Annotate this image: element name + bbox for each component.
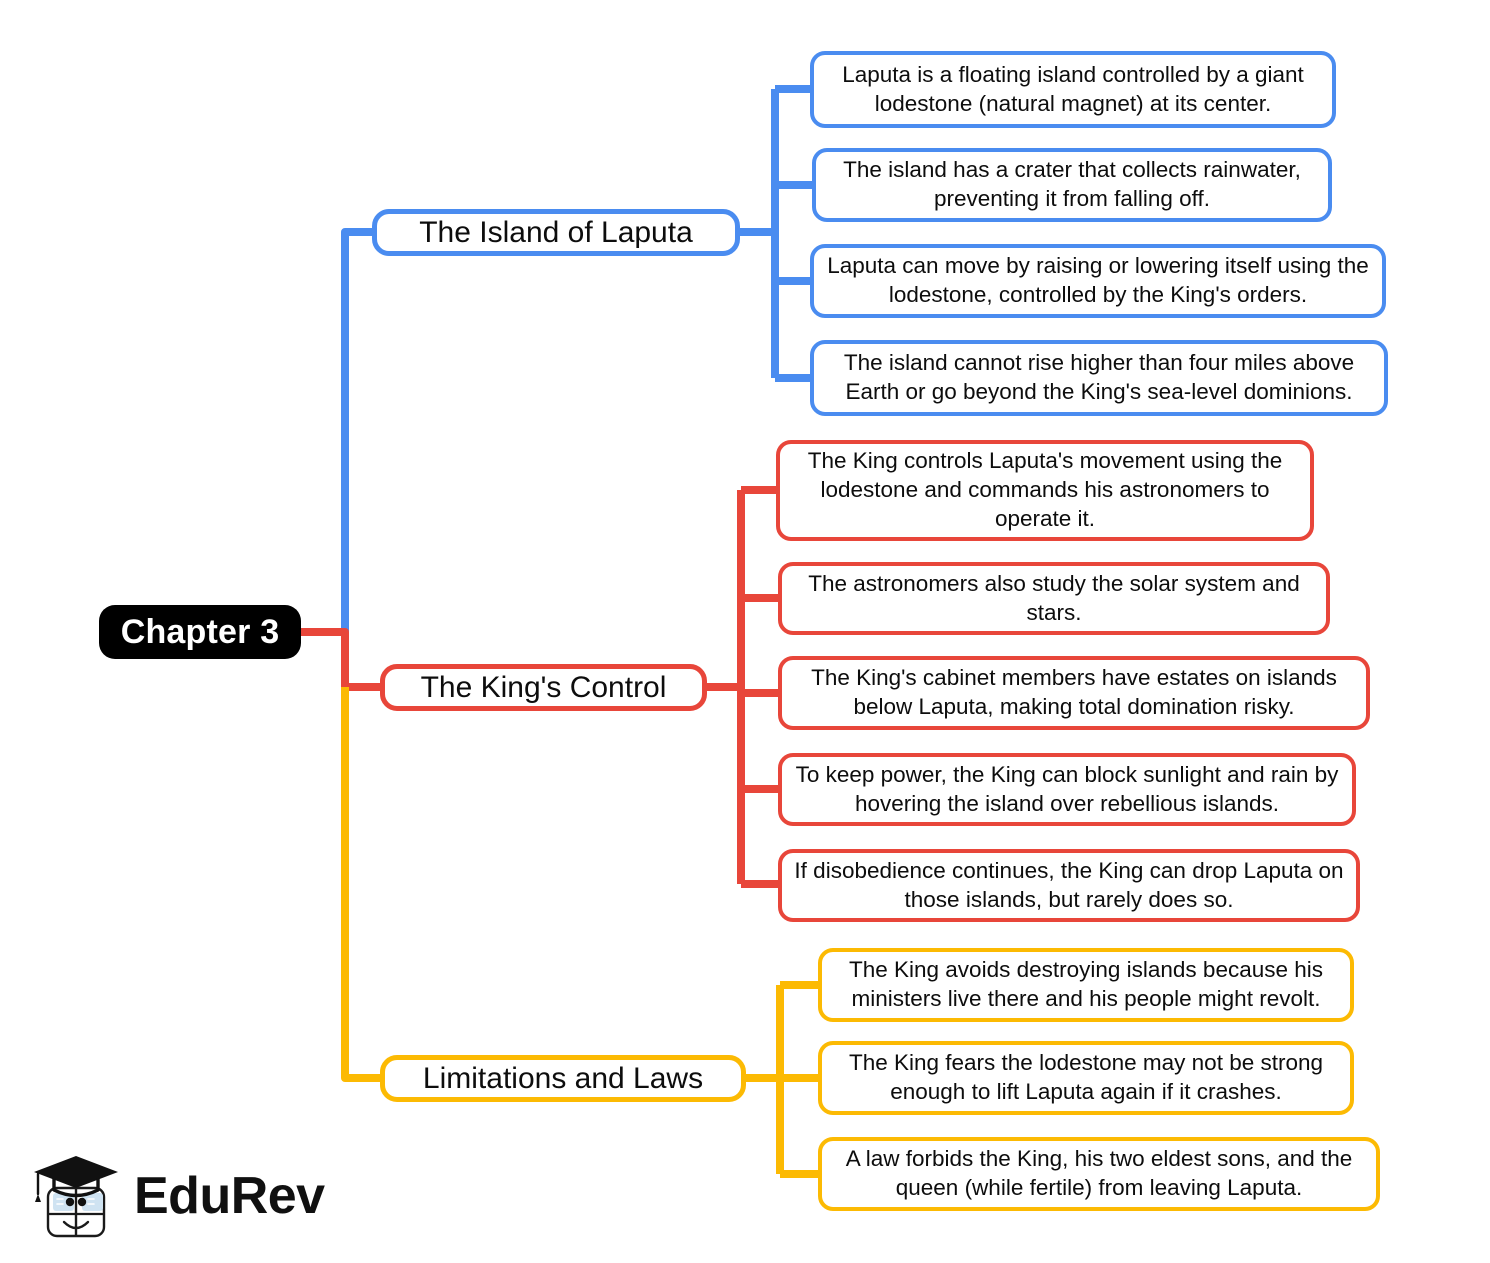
wire-root-to-kings-control	[300, 628, 380, 691]
leaf-node-text: A law forbids the King, his two eldest s…	[845, 1146, 1353, 1200]
wire-root-to-island	[341, 228, 372, 632]
leaf-node-kings-control-4[interactable]: To keep power, the King can block sunlig…	[778, 753, 1356, 826]
leaf-node-text: The island has a crater that collects ra…	[843, 157, 1301, 211]
branch-node-limitations-and-laws[interactable]: Limitations and Laws	[380, 1055, 746, 1102]
leaf-node-text: The King avoids destroying islands becau…	[848, 957, 1324, 1011]
edurev-graduation-cap-book-icon	[34, 1156, 118, 1238]
leaf-node-kings-control-1[interactable]: The King controls Laputa's movement usin…	[776, 440, 1314, 541]
branch-node-label: The King's Control	[420, 670, 667, 704]
branch-node-the-kings-control[interactable]: The King's Control	[380, 664, 707, 711]
edurev-wordmark: EduRev	[134, 1167, 325, 1225]
branch-node-label: Limitations and Laws	[422, 1061, 704, 1095]
leaf-node-kings-control-3[interactable]: The King's cabinet members have estates …	[778, 656, 1370, 730]
leaf-node-text: Laputa is a floating island controlled b…	[842, 61, 1304, 116]
leaf-node-text: The King's cabinet members have estates …	[811, 665, 1337, 719]
edurev-logo: EduRev	[32, 1144, 325, 1248]
leaf-node-text: The King controls Laputa's movement usin…	[807, 448, 1283, 531]
leaf-node-limitations-3[interactable]: A law forbids the King, his two eldest s…	[818, 1137, 1380, 1211]
branch-node-the-island-of-laputa[interactable]: The Island of Laputa	[372, 209, 740, 256]
leaf-node-kings-control-5[interactable]: If disobedience continues, the King can …	[778, 849, 1360, 922]
root-node-label: Chapter 3	[120, 612, 280, 651]
root-node-chapter-3[interactable]: Chapter 3	[99, 605, 301, 659]
leaf-node-text: The King fears the lodestone may not be …	[848, 1050, 1324, 1104]
leaf-node-text: The island cannot rise higher than four …	[843, 350, 1355, 404]
leaf-node-text: The astronomers also study the solar sys…	[808, 570, 1300, 625]
leaf-node-island-3[interactable]: Laputa can move by raising or lowering i…	[810, 244, 1386, 318]
leaf-node-text: If disobedience continues, the King can …	[794, 857, 1344, 912]
leaf-node-island-4[interactable]: The island cannot rise higher than four …	[810, 340, 1388, 416]
wire-root-to-limitations	[341, 687, 380, 1082]
leaf-node-limitations-1[interactable]: The King avoids destroying islands becau…	[818, 948, 1354, 1022]
leaf-node-limitations-2[interactable]: The King fears the lodestone may not be …	[818, 1041, 1354, 1115]
leaf-node-island-1[interactable]: Laputa is a floating island controlled b…	[810, 51, 1336, 128]
leaf-node-kings-control-2[interactable]: The astronomers also study the solar sys…	[778, 562, 1330, 635]
leaf-node-island-2[interactable]: The island has a crater that collects ra…	[812, 148, 1332, 222]
leaf-node-text: Laputa can move by raising or lowering i…	[827, 253, 1369, 307]
leaf-node-text: To keep power, the King can block sunlig…	[795, 761, 1339, 816]
branch-node-label: The Island of Laputa	[419, 215, 693, 249]
